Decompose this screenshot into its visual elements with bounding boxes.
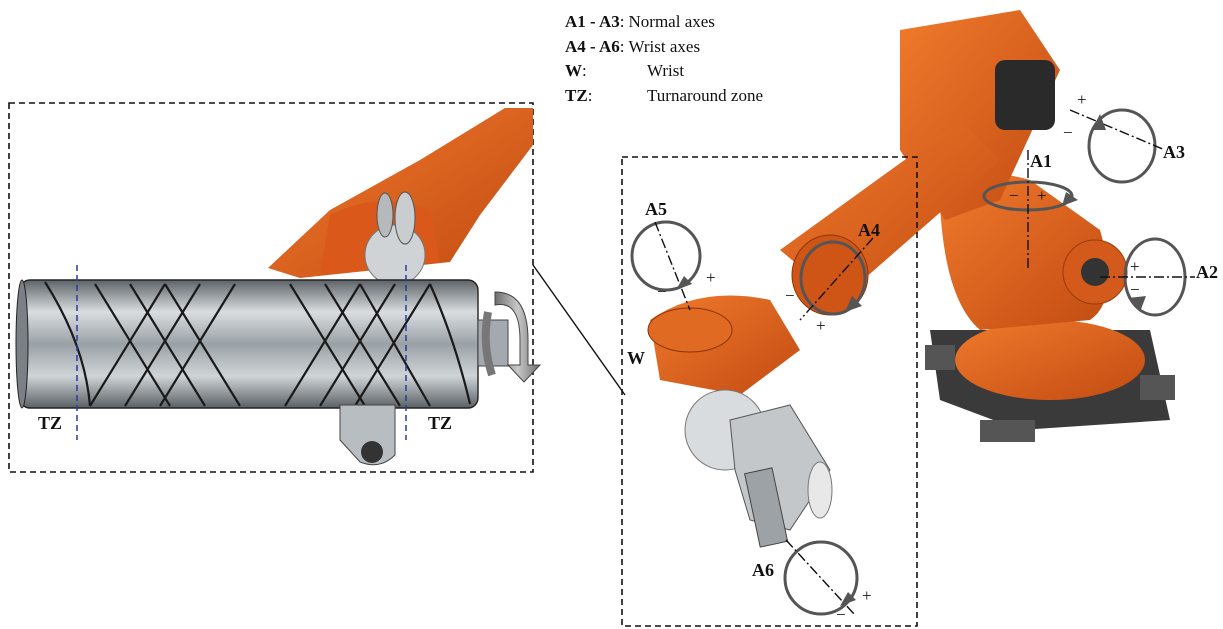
label-a4: A4 [858,220,880,240]
a2-arrowhead [1128,296,1146,312]
a1-arrowhead [1062,192,1078,206]
label-tz-right: TZ [428,413,453,433]
legend-row-wrist-axes: A4 - A6:Wrist axes [565,35,763,60]
a3-axis-line [1069,109,1166,151]
mandrel-rotation-arrow [481,291,542,383]
legend-text: Wrist axes [628,36,701,56]
a3-plus-sign: + [1077,90,1087,109]
a5-arrowhead [676,276,692,290]
legend-text: Normal axes [628,12,715,31]
a3-arrowhead [1092,114,1106,130]
a4-plus-sign: + [816,316,826,335]
mandrel-end-left [15,279,29,409]
legend-key: A4 - A6 [565,36,620,56]
legend-text: Wrist [647,61,685,80]
inset-flange-disc [364,224,426,286]
legend-key: W: [565,61,587,80]
inset-payout-roller [361,441,383,463]
a3-minus-sign: − [1063,123,1073,142]
effector-roller [807,461,833,519]
inset-frame [8,102,534,473]
robot-base-ring [955,320,1145,400]
a6-axis-line [785,539,856,616]
label-a5: A5 [645,199,667,219]
robot [647,10,1175,548]
effector-guide [744,467,789,548]
a2-hub-center [1081,258,1109,286]
a4-rotation-ring [799,240,867,316]
a4-axis-line [799,237,874,321]
legend-separator: : [619,12,625,31]
a4-minus-sign: − [785,286,795,305]
a2-plus-sign: + [1130,257,1140,276]
label-wrist: W [627,348,645,368]
inset-panel [8,102,542,473]
label-a1: A1 [1030,151,1052,171]
a5-minus-sign: − [657,282,667,301]
a5-plus-sign: + [706,268,716,287]
label-a6: A6 [752,560,774,580]
a5-axis-line [654,221,691,311]
a1-plus-sign: + [1037,186,1047,205]
legend-key: A1 - A3 [565,12,620,31]
axis-arrowheads [676,114,1146,606]
wrist-frame [621,156,918,627]
a5-rotation-ring [630,220,702,292]
a6-minus-sign: − [836,605,846,624]
axis-symbols [630,108,1195,616]
legend: A1 - A3:Normal axes A4 - A6:Wrist axes W… [565,10,763,108]
a1-minus-sign: − [1009,186,1019,205]
fiber-winding [44,281,472,407]
a4-arrowhead [845,296,862,312]
a6-plus-sign: + [862,586,872,605]
legend-key: TZ: [565,85,593,105]
robot-foot-left [925,345,955,370]
inset-feed-roller-2 [376,192,394,238]
robot-foot-front [980,420,1035,442]
inset-connector [532,264,626,396]
legend-row-normal-axes: A1 - A3:Normal axes [565,10,763,35]
label-tz-left: TZ [38,413,63,433]
robot-body [940,173,1108,330]
a6-rotation-ring [783,540,859,616]
inset-feed-roller [394,191,416,245]
a2-minus-sign: − [1130,280,1140,299]
a3-motor [995,60,1055,130]
a6-arrowhead [840,592,856,606]
legend-text: Turnaround zone [647,85,763,105]
robot-foot-right [1140,375,1175,400]
label-a2: A2 [1196,262,1218,282]
legend-separator: : [619,36,625,56]
wrist-disc [647,307,733,353]
legend-row-wrist: W: Wrist [565,59,763,84]
label-a3: A3 [1163,142,1185,162]
legend-row-turnaround-zone: TZ: Turnaround zone [565,84,763,109]
